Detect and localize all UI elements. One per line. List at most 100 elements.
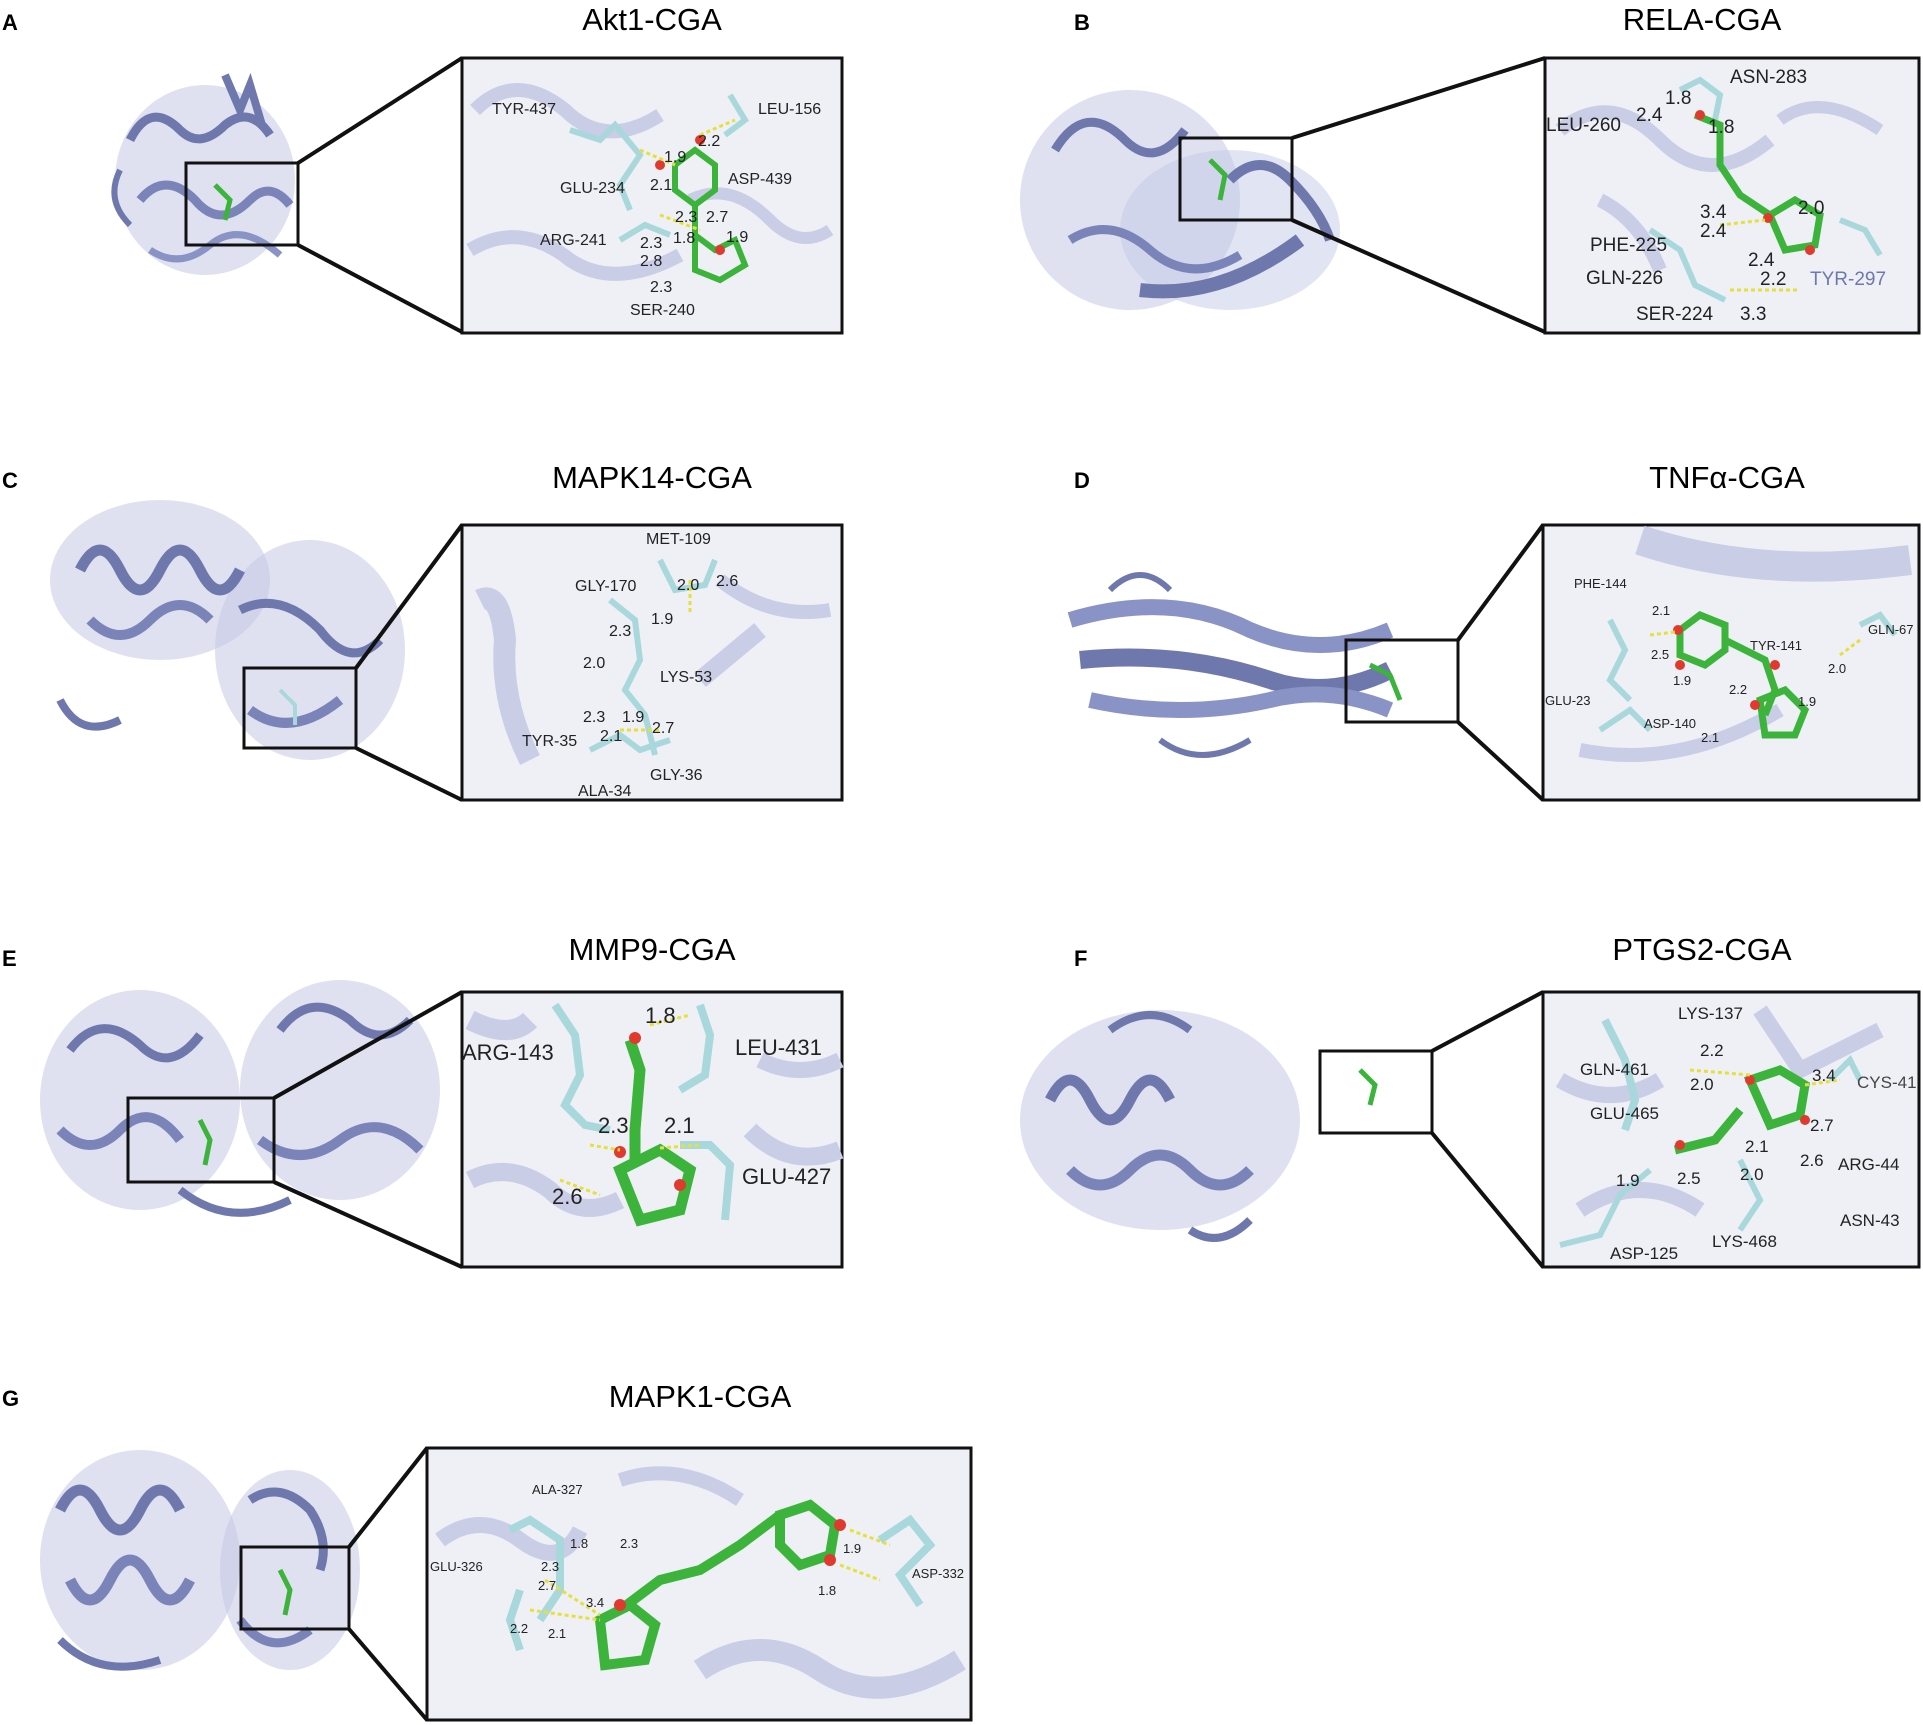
residue-label: TYR-141 [1750, 638, 1802, 653]
protein-overview [1020, 1010, 1434, 1242]
residue-label: LYS-468 [1712, 1232, 1777, 1251]
distance-label: 2.3 [583, 709, 605, 726]
distance-label: 2.4 [1748, 250, 1775, 271]
distance-label: 2.3 [620, 1536, 638, 1551]
distance-label: 1.8 [673, 230, 695, 247]
residue-label: GLU-465 [1590, 1104, 1659, 1123]
residue-label: LYS-137 [1678, 1004, 1743, 1023]
residue-label: GLY-170 [575, 578, 636, 595]
distance-label: 2.3 [541, 1559, 559, 1574]
distance-labels: 1.8 2.3 2.3 2.7 3.4 2.2 2.1 1.9 1.8 [510, 1536, 861, 1641]
panel-f-figure: LYS-137 GLN-461 CYS-41 GLU-465 ARG-44 AS… [1020, 990, 1921, 1269]
distance-label: 1.9 [651, 611, 673, 628]
protein-overview [1067, 572, 1460, 758]
residue-label: GLU-427 [742, 1164, 831, 1189]
residue-label: ASP-125 [1610, 1244, 1678, 1263]
residue-label: MET-109 [646, 531, 711, 548]
distance-labels: 1.8 2.3 2.1 2.6 [552, 1003, 695, 1209]
distance-label: 2.0 [1690, 1075, 1714, 1094]
residue-label: ALA-34 [578, 783, 631, 800]
protein-overview [50, 500, 405, 760]
residue-labels: ARG-143 LEU-431 GLU-427 [462, 1035, 831, 1189]
distance-label: 2.1 [600, 728, 622, 745]
distance-label: 3.3 [1740, 304, 1766, 325]
binding-site-inset [460, 990, 844, 1269]
residue-labels: PHE-144 TYR-141 GLN-67 GLU-23 ASP-140 [1545, 576, 1914, 731]
panel-d-figure: PHE-144 TYR-141 GLN-67 GLU-23 ASP-140 2.… [1067, 523, 1921, 802]
panel-g-figure: ALA-327 GLU-326 ASP-332 1.8 2.3 2.3 2.7 … [40, 1446, 973, 1722]
distance-label: 2.2 [1760, 269, 1786, 290]
residue-label: GLN-461 [1580, 1060, 1649, 1079]
distance-label: 1.8 [645, 1003, 676, 1028]
binding-site-inset [425, 1446, 973, 1722]
residue-label: ASP-439 [728, 171, 792, 188]
distance-label: 2.7 [538, 1578, 556, 1593]
residue-labels: ASN-283 LEU-260 PHE-225 GLN-226 SER-224 … [1546, 67, 1886, 325]
distance-label: 1.9 [622, 709, 644, 726]
distance-label: 1.9 [843, 1541, 861, 1556]
residue-labels: MET-109 GLY-170 LYS-53 TYR-35 GLY-36 ALA… [522, 531, 712, 800]
distance-labels: 2.1 2.5 1.9 2.2 2.0 1.9 2.1 [1651, 603, 1846, 745]
distance-label: 2.0 [583, 655, 605, 672]
distance-label: 2.7 [652, 720, 674, 737]
distance-label: 2.2 [1729, 682, 1747, 697]
residue-label: TYR-35 [522, 733, 577, 750]
residue-label: ALA-327 [532, 1482, 583, 1497]
residue-label: PHE-225 [1590, 235, 1667, 256]
panel-title: MAPK1-CGA [608, 1379, 792, 1414]
panel-label: F [1074, 946, 1088, 971]
panel-label: C [2, 468, 18, 493]
binding-site-inset [1543, 56, 1921, 335]
residue-label: SER-240 [630, 302, 695, 319]
distance-label: 1.9 [1616, 1171, 1640, 1190]
binding-site-inset [460, 56, 844, 335]
residue-labels: ALA-327 GLU-326 ASP-332 [430, 1482, 964, 1581]
binding-site-inset [1541, 523, 1921, 802]
distance-label: 2.1 [650, 177, 672, 194]
residue-label: GLU-234 [560, 180, 625, 197]
distance-label: 2.3 [650, 279, 672, 296]
distance-label: 2.6 [552, 1184, 583, 1209]
residue-label: LEU-431 [735, 1035, 822, 1060]
residue-label: CYS-41 [1857, 1073, 1917, 1092]
protein-overview [1020, 90, 1340, 310]
panel-title: MAPK14-CGA [552, 460, 752, 495]
distance-label: 2.6 [716, 573, 738, 590]
residue-label: LEU-156 [758, 101, 821, 118]
residue-label: GLN-226 [1586, 268, 1663, 289]
distance-label: 1.9 [1673, 673, 1691, 688]
distance-label: 1.8 [1665, 88, 1691, 109]
residue-label: LYS-53 [660, 669, 712, 686]
panel-label: D [1074, 468, 1090, 493]
distance-label: 2.1 [548, 1626, 566, 1641]
residue-label: TYR-437 [492, 101, 556, 118]
distance-label: 2.1 [1701, 730, 1719, 745]
distance-label: 2.3 [598, 1113, 629, 1138]
residue-label: PHE-144 [1574, 576, 1627, 591]
distance-label: 3.4 [1700, 202, 1727, 223]
panel-c-figure: MET-109 GLY-170 LYS-53 TYR-35 GLY-36 ALA… [50, 500, 844, 802]
distance-label: 1.8 [570, 1536, 588, 1551]
distance-label: 2.0 [1798, 198, 1824, 219]
distance-label: 2.0 [677, 577, 699, 594]
residue-labels: LYS-137 GLN-461 CYS-41 GLU-465 ARG-44 AS… [1580, 1004, 1917, 1263]
distance-label: 3.4 [586, 1595, 604, 1610]
distance-label: 2.2 [510, 1621, 528, 1636]
distance-label: 2.5 [1677, 1169, 1701, 1188]
residue-label: LEU-260 [1546, 115, 1621, 136]
distance-label: 1.8 [818, 1583, 836, 1598]
distance-label: 1.9 [1798, 694, 1816, 709]
panel-title: RELA-CGA [1622, 2, 1782, 37]
distance-label: 1.9 [726, 229, 748, 246]
residue-label: GLU-326 [430, 1559, 483, 1574]
protein-overview [40, 1450, 360, 1671]
distance-labels: 1.8 2.4 1.8 3.4 2.4 2.0 2.4 2.2 3.3 [1636, 88, 1824, 325]
panel-title: TNFα-CGA [1649, 460, 1805, 495]
distance-label: 2.3 [640, 235, 662, 252]
distance-label: 2.8 [640, 253, 662, 270]
distance-label: 2.3 [609, 623, 631, 640]
distance-labels: 2.0 2.6 1.9 2.3 2.0 2.3 1.9 2.7 2.1 [583, 573, 738, 745]
panel-b-figure: ASN-283 LEU-260 PHE-225 GLN-226 SER-224 … [1020, 56, 1921, 335]
distance-label: 2.1 [1652, 603, 1670, 618]
panel-title: Akt1-CGA [582, 2, 722, 37]
